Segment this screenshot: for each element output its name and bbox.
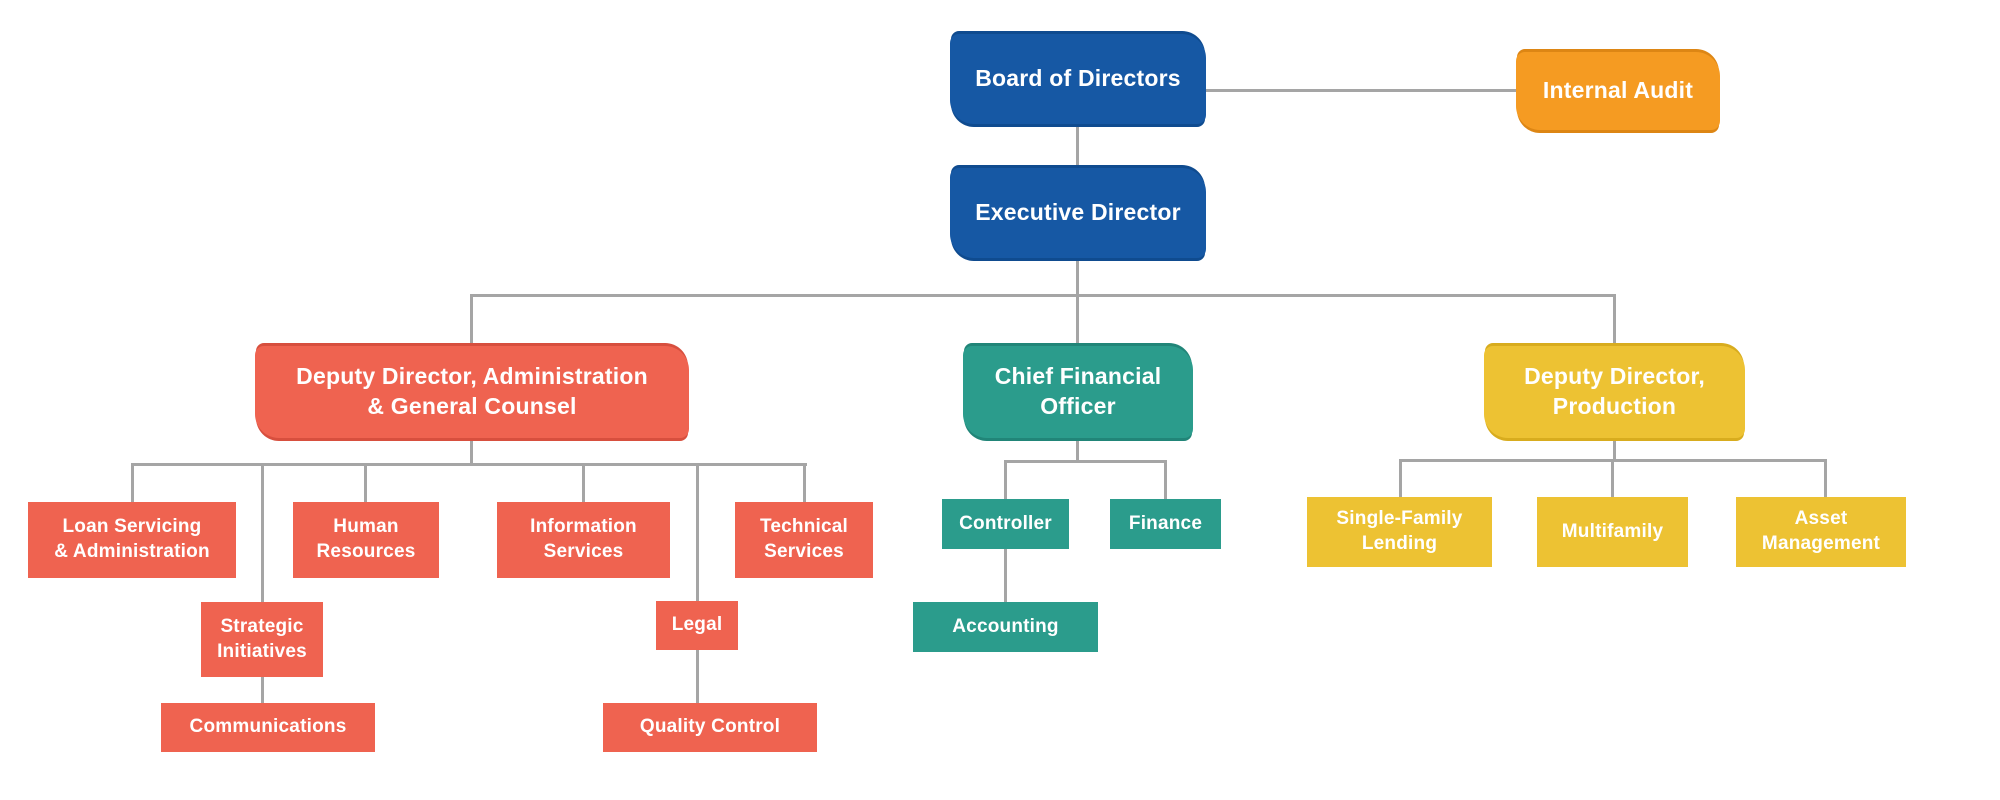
org-node-label: Single-Family Lending xyxy=(1336,508,1463,554)
org-node-board-of-directors: Board of Directors xyxy=(950,34,1206,124)
connector-line xyxy=(1613,294,1616,346)
org-node-label: Internal Audit xyxy=(1542,77,1694,104)
org-node-quality-control: Quality Control xyxy=(603,703,817,752)
connector-line xyxy=(261,463,264,602)
connector-line xyxy=(1076,124,1079,168)
org-node-strategic-initiatives: Strategic Initiatives xyxy=(201,602,323,677)
org-node-label: Controller xyxy=(959,512,1052,534)
org-node-technical-services: Technical Services xyxy=(735,502,873,578)
org-node-human-resources: Human Resources xyxy=(293,502,439,578)
connector-line xyxy=(261,677,264,703)
connector-line xyxy=(696,650,699,703)
connector-line xyxy=(1076,294,1079,346)
org-node-label: Information Services xyxy=(530,516,637,562)
org-node-label: Deputy Director, Production xyxy=(1524,363,1705,419)
org-node-accounting: Accounting xyxy=(913,602,1098,652)
org-node-label: Asset Management xyxy=(1761,508,1881,554)
org-node-label: Accounting xyxy=(952,615,1059,637)
org-node-label: Executive Director xyxy=(975,199,1181,226)
connector-line xyxy=(1399,459,1402,497)
org-node-legal: Legal xyxy=(656,601,738,650)
org-node-loan-servicing: Loan Servicing & Administration xyxy=(28,502,236,578)
org-node-deputy-director-production: Deputy Director, Production xyxy=(1484,346,1745,438)
org-node-label: Loan Servicing & Administration xyxy=(54,516,210,562)
org-node-chief-financial-officer: Chief Financial Officer xyxy=(963,346,1193,438)
org-node-label: Chief Financial Officer xyxy=(994,363,1162,419)
org-node-asset-management: Asset Management xyxy=(1736,497,1906,567)
connector-line xyxy=(1004,460,1007,499)
connector-line xyxy=(582,463,585,502)
connector-line xyxy=(1613,438,1616,460)
org-node-label: Finance xyxy=(1128,512,1203,534)
org-node-deputy-director-admin: Deputy Director, Administration & Genera… xyxy=(255,346,689,438)
org-node-controller: Controller xyxy=(942,499,1069,549)
connector-line xyxy=(364,463,367,502)
connector-line xyxy=(1076,258,1079,296)
org-node-label: Deputy Director, Administration & Genera… xyxy=(296,363,648,419)
connector-line xyxy=(1611,459,1614,497)
connector-line xyxy=(1004,460,1166,463)
org-node-communications: Communications xyxy=(161,703,375,752)
connector-line xyxy=(803,463,806,502)
org-node-label: Multifamily xyxy=(1561,520,1664,542)
connector-line xyxy=(1076,438,1079,462)
org-node-executive-director: Executive Director xyxy=(950,168,1206,258)
connector-line xyxy=(1206,89,1516,92)
connector-line xyxy=(1824,459,1827,497)
org-node-label: Strategic Initiatives xyxy=(217,615,307,662)
connector-line xyxy=(131,463,807,466)
org-node-label: Technical Services xyxy=(759,516,849,562)
org-node-multifamily: Multifamily xyxy=(1537,497,1688,567)
org-node-information-services: Information Services xyxy=(497,502,670,578)
connector-line xyxy=(131,463,134,502)
org-node-finance: Finance xyxy=(1110,499,1221,549)
connector-line xyxy=(470,438,473,465)
org-node-label: Legal xyxy=(671,614,723,636)
org-node-internal-audit: Internal Audit xyxy=(1516,52,1720,130)
connector-line xyxy=(470,294,1616,297)
connector-line xyxy=(696,463,699,601)
connector-line xyxy=(1004,549,1007,602)
org-node-single-family-lending: Single-Family Lending xyxy=(1307,497,1492,567)
connector-line xyxy=(470,294,473,346)
connector-line xyxy=(1164,460,1167,499)
org-node-label: Board of Directors xyxy=(975,65,1181,92)
org-node-label: Quality Control xyxy=(639,716,781,738)
org-node-label: Human Resources xyxy=(316,516,416,562)
org-node-label: Communications xyxy=(189,716,347,738)
